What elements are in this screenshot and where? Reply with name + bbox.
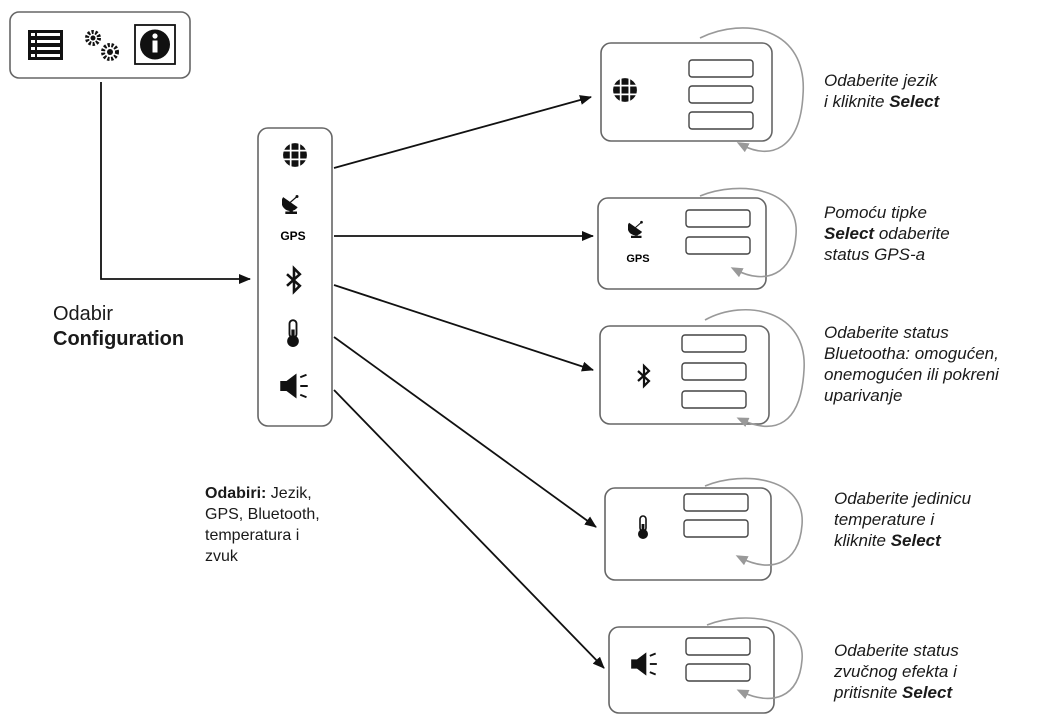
info-icon[interactable] [134, 24, 176, 65]
options-label-line2: GPS, Bluetooth, [205, 506, 320, 523]
options-label-bold: Odabiri: [205, 485, 267, 502]
note-sound-line2: zvučnog efekta i [834, 662, 957, 681]
option-box[interactable] [685, 663, 751, 682]
note-bluetooth-line2: Bluetootha: omogućen, [824, 344, 999, 363]
top-toolbar [9, 11, 191, 79]
note-gps-line1: Pomoću tipke [824, 203, 927, 222]
globe-icon[interactable] [282, 142, 308, 168]
option-box[interactable] [685, 637, 751, 656]
options-label: Odabiri: Jezik, GPS, Bluetooth, temperat… [205, 483, 320, 567]
screen-language [600, 27, 804, 153]
note-temperature: Odaberite jedinicu temperature i kliknit… [834, 488, 971, 551]
note-temperature-line1: Odaberite jedinicu [834, 489, 972, 508]
thermometer-icon[interactable] [285, 318, 301, 349]
option-box[interactable] [688, 59, 754, 78]
thermometer-icon [636, 514, 650, 541]
note-gps-select: Select [824, 224, 875, 243]
note-sound-line1: Odaberite status [834, 641, 959, 660]
loop-arrow [706, 617, 803, 700]
option-box[interactable] [688, 85, 754, 104]
note-gps-line2: odaberite [874, 224, 950, 243]
loop-arrow [699, 27, 804, 153]
options-label-line1: Jezik, [266, 485, 312, 502]
note-sound-line3: pritisnite [834, 683, 903, 702]
note-temperature-line3: kliknite [834, 531, 891, 550]
screen-bluetooth [599, 308, 805, 428]
connector-arrow [100, 82, 251, 284]
screen-sound [608, 617, 803, 714]
note-language: Odaberite jezik i kliknite Select [824, 70, 939, 112]
note-bluetooth-line4: uparivanje [824, 386, 903, 405]
configuration-label-line2: Configuration [53, 328, 185, 350]
gps-text: GPS [280, 229, 305, 243]
loop-arrow [704, 477, 803, 566]
menu-arrows [333, 95, 605, 669]
option-box[interactable] [683, 519, 749, 538]
globe-icon [612, 77, 638, 103]
settings-menu: GPS [257, 127, 333, 427]
note-bluetooth-line3: onemogućen ili pokreni [824, 365, 999, 384]
note-temperature-line2: temperature i [834, 510, 935, 529]
arrow-to-language [333, 95, 592, 169]
screen-temperature [604, 477, 803, 581]
option-box[interactable] [685, 236, 751, 255]
option-box[interactable] [681, 390, 747, 409]
note-language-line1: Odaberite jezik [824, 71, 938, 90]
options-label-line4: zvuk [205, 548, 238, 565]
configuration-label-line1: Odabir [53, 303, 114, 325]
arrow-to-temperature [333, 336, 597, 528]
note-temperature-select: Select [890, 531, 941, 550]
note-bluetooth-line1: Odaberite status [824, 323, 949, 342]
loop-arrow [699, 187, 797, 278]
loop-arrow [704, 308, 805, 428]
note-bluetooth: Odaberite status Bluetootha: omogućen, o… [824, 322, 999, 406]
list-icon[interactable] [28, 30, 63, 60]
option-box[interactable] [685, 209, 751, 228]
note-gps: Pomoću tipke Select odaberite status GPS… [824, 202, 950, 265]
option-box[interactable] [683, 493, 749, 512]
option-box[interactable] [681, 334, 747, 353]
note-language-select: Select [889, 92, 940, 111]
screen-gps: GPS [597, 187, 797, 290]
gears-icon[interactable] [85, 30, 119, 61]
note-sound-select: Select [902, 683, 953, 702]
gps-text: GPS [626, 253, 649, 265]
arrow-to-sound [333, 389, 605, 669]
note-language-line2: i kliknite [824, 92, 890, 111]
note-sound: Odaberite status zvučnog efekta i pritis… [834, 640, 959, 703]
option-box[interactable] [681, 362, 747, 381]
option-box[interactable] [688, 111, 754, 130]
configuration-label: Odabir Configuration [53, 302, 184, 352]
arrow-to-bluetooth [333, 284, 594, 372]
note-gps-line3: status GPS-a [824, 245, 926, 264]
options-label-line3: temperatura i [205, 527, 300, 544]
